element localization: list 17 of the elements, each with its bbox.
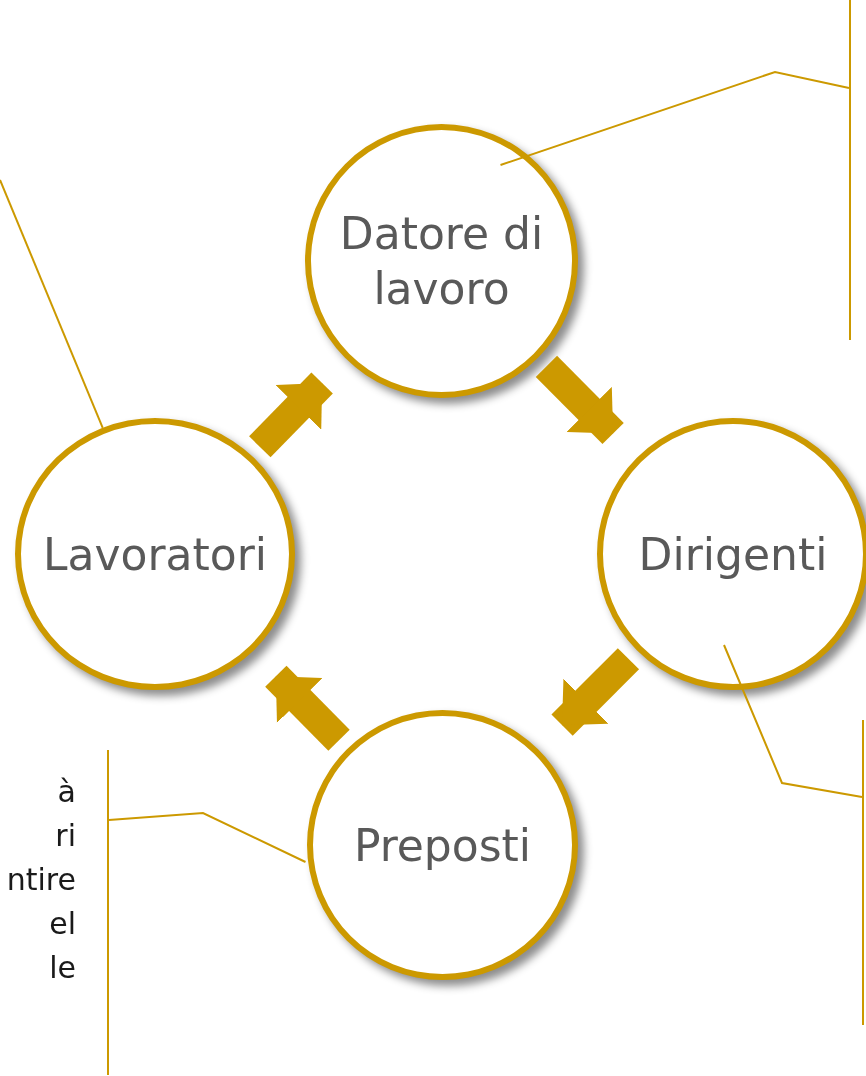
callout-text: ntire — [6, 862, 76, 897]
block-arrow — [551, 648, 640, 736]
leader-line — [108, 812, 307, 863]
block-arrow — [265, 665, 350, 751]
callout-text: le — [49, 950, 76, 985]
leader-line — [0, 179, 104, 429]
role-label: Dirigenti — [637, 527, 829, 582]
block-arrow — [535, 355, 624, 445]
block-arrow — [249, 372, 333, 458]
callout-text: à — [57, 774, 76, 809]
role-label: Lavoratori — [42, 527, 268, 582]
leader-line — [723, 644, 863, 798]
callout-text: el — [49, 906, 76, 941]
role-label: Datore di lavoro — [338, 207, 545, 316]
callout-text: ri — [55, 818, 76, 853]
role-label: Preposti — [352, 818, 533, 873]
leader-line — [499, 70, 850, 166]
